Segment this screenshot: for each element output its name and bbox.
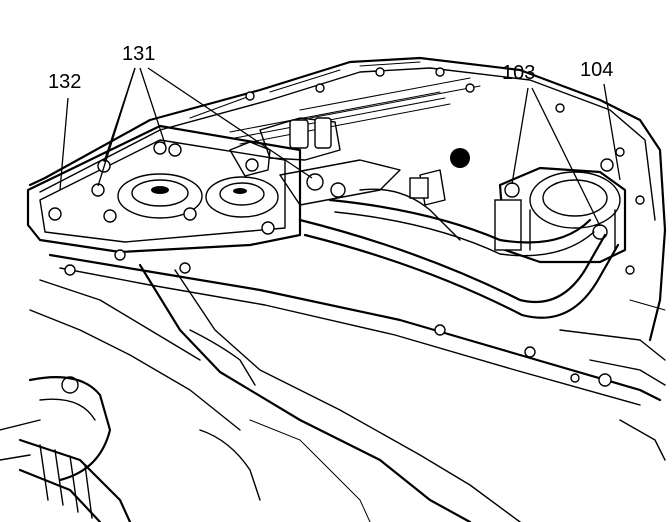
side-cover-plate	[26, 124, 302, 254]
callout-132: 132	[48, 71, 82, 93]
right-lower-frame	[559, 299, 666, 461]
splined-driveshaft	[0, 376, 132, 522]
perimeter-bolts	[245, 67, 645, 275]
plate-bolts	[48, 141, 275, 235]
coolant-pipes	[298, 188, 620, 319]
lower-frame	[29, 249, 662, 522]
callout-104: 104	[580, 59, 614, 81]
callout-103: 103	[502, 62, 536, 84]
filter-housing	[494, 158, 627, 264]
center-mechanism	[229, 117, 470, 206]
leader-lines	[59, 67, 621, 227]
upper-housing	[28, 56, 667, 342]
callout-131: 131	[122, 43, 156, 65]
